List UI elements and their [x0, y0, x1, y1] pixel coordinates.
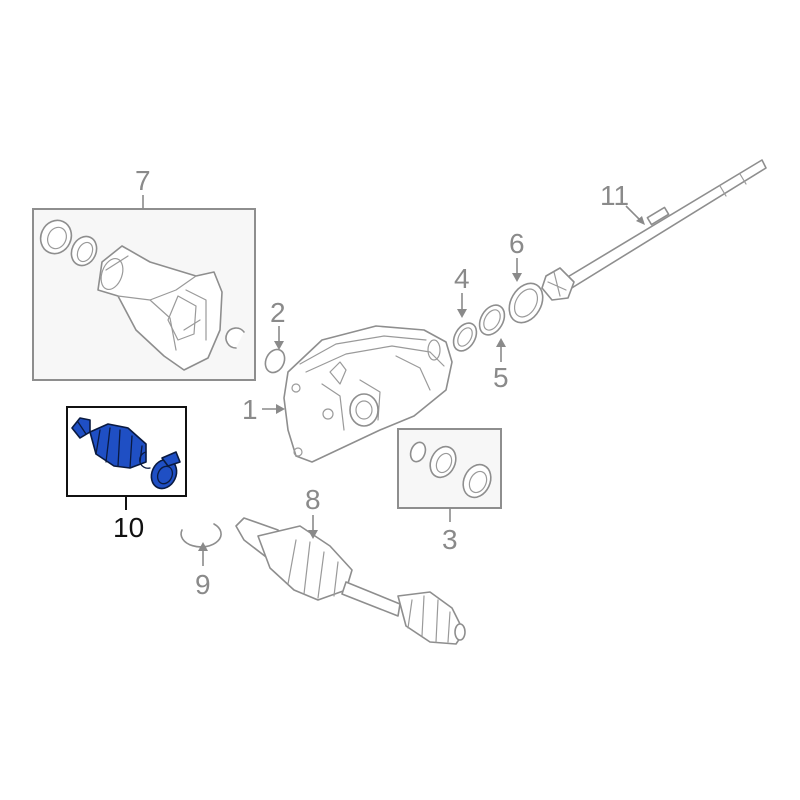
part-5-group[interactable] — [474, 301, 509, 362]
callout-3[interactable]: 3 — [442, 524, 458, 555]
part-2-group[interactable] — [262, 326, 288, 376]
part-7-circlip — [225, 327, 245, 349]
part-5-seal — [478, 304, 506, 336]
part-2-oring — [264, 348, 286, 374]
part-9-group[interactable] — [180, 523, 222, 566]
callout-10[interactable]: 10 — [113, 512, 144, 543]
part-8-group[interactable] — [235, 515, 466, 645]
callout-9[interactable]: 9 — [195, 569, 211, 600]
callout-4[interactable]: 4 — [454, 263, 470, 294]
callout-11[interactable]: 11 — [600, 180, 629, 211]
part-8-bar — [341, 581, 401, 617]
part-10-group[interactable] — [66, 406, 187, 510]
part-6-group[interactable] — [503, 258, 550, 329]
callout-8[interactable]: 8 — [305, 484, 321, 515]
callout-2[interactable]: 2 — [270, 297, 286, 328]
callout-5[interactable]: 5 — [493, 362, 509, 393]
part-4-seal — [452, 322, 478, 352]
part-9-ring — [180, 523, 222, 548]
part-3-oring — [409, 441, 427, 463]
part-7-group[interactable] — [32, 195, 256, 381]
part-4-group[interactable] — [449, 293, 481, 355]
callout-1[interactable]: 1 — [242, 394, 258, 425]
part-11-group[interactable] — [541, 159, 767, 301]
callout-7[interactable]: 7 — [135, 165, 151, 196]
part-11-joint — [541, 267, 575, 301]
part-6-ring — [508, 282, 544, 324]
part-8-outer-boot — [397, 591, 465, 645]
part-10-boot — [89, 423, 147, 469]
part-11-shaft — [555, 159, 767, 295]
part-3-group[interactable] — [397, 428, 502, 522]
part-1-group[interactable] — [262, 325, 453, 463]
part-1-output-flange — [349, 393, 379, 427]
part-7-housing — [97, 245, 223, 371]
callout-6[interactable]: 6 — [509, 228, 525, 259]
part-10-circlip — [139, 451, 151, 469]
